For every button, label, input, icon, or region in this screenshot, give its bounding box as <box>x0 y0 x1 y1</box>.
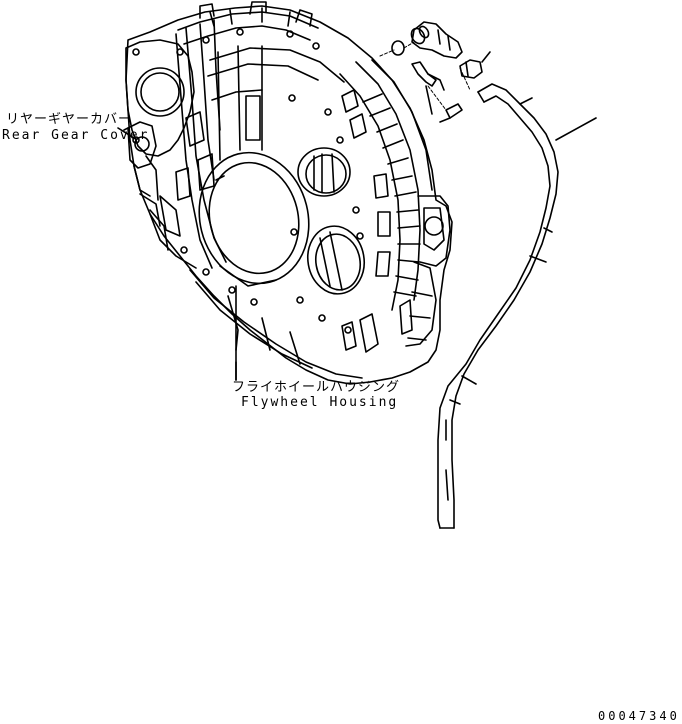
bolt <box>445 103 463 119</box>
right-mount-pad <box>417 195 451 267</box>
elbow-fitting <box>411 21 463 59</box>
hose-leader <box>555 117 597 141</box>
gear-cover-bore <box>135 67 185 117</box>
hose-clip <box>459 59 483 79</box>
main-bore <box>198 151 310 285</box>
clamp-bracket <box>411 61 437 87</box>
o-ring <box>391 40 405 56</box>
drawing-number: 00047340 <box>598 709 680 723</box>
rear-gear-cover-label-en: Rear Gear Cover <box>2 128 150 143</box>
breather-hose <box>437 83 559 529</box>
breather-fittings <box>391 21 491 123</box>
lower-bore <box>307 225 365 295</box>
flywheel-housing-label-en: Flywheel Housing <box>241 395 399 410</box>
flywheel-housing-label-jp: フライホイールハウジング <box>232 380 401 395</box>
rear-gear-cover-leader <box>117 127 135 139</box>
flywheel-housing-drawing <box>125 1 453 385</box>
rear-gear-cover-fitting <box>123 121 157 197</box>
upper-right-bore <box>297 147 351 197</box>
rear-gear-cover-label-jp: リヤーギヤーカバー <box>6 112 133 127</box>
